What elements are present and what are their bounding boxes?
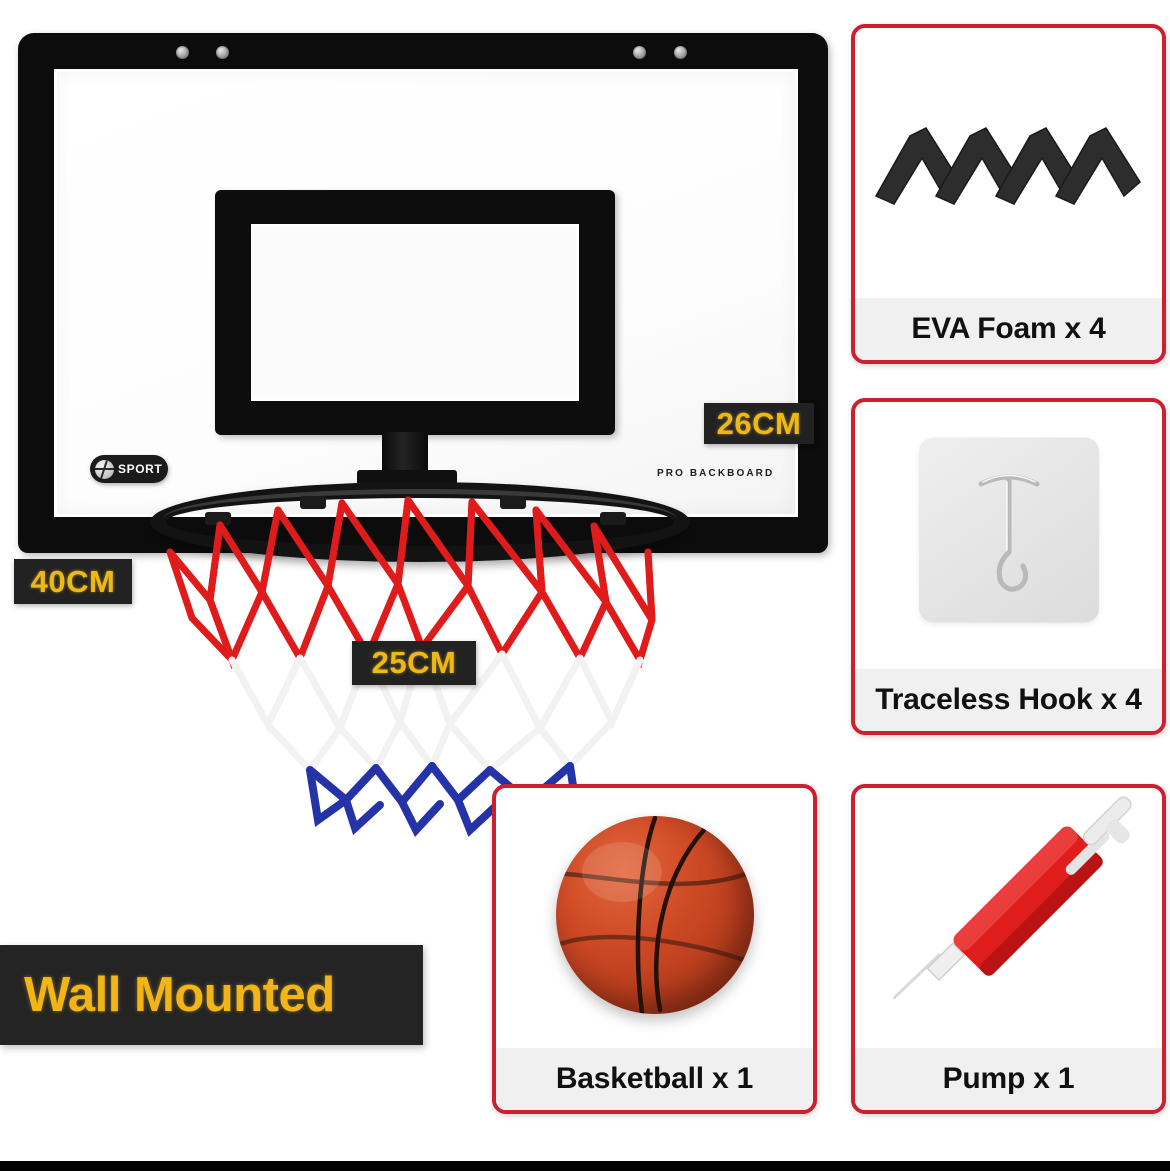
accessory-panel-pump: Pump x 1 (851, 784, 1166, 1114)
sport-brand-label: SPORT (118, 462, 163, 476)
net-clip-icon (205, 512, 231, 525)
shooters-square-inner (251, 224, 579, 401)
accessory-panel-basketball: Basketball x 1 (492, 784, 817, 1114)
pump-caption: Pump x 1 (855, 1048, 1162, 1110)
basketball-icon (95, 459, 114, 479)
pump-art (855, 788, 1162, 1048)
basketball-art (496, 788, 813, 1048)
mounting-hole-icon (674, 46, 687, 59)
mounting-hole-icon (216, 46, 229, 59)
dimension-tag-width: 40CM (14, 559, 132, 604)
traceless-hook-art (855, 402, 1162, 669)
sport-brand-badge: SPORT (90, 455, 168, 483)
net-clip-icon (300, 496, 326, 509)
adhesive-hook-icon (978, 474, 1039, 592)
wall-mounted-label: Wall Mounted (24, 968, 335, 1022)
net-clip-icon (600, 512, 626, 525)
accessory-panel-eva-foam: EVA Foam x 4 (851, 24, 1166, 364)
air-pump-icon (893, 796, 1132, 1000)
basketball-caption: Basketball x 1 (496, 1048, 813, 1110)
eva-foam-caption: EVA Foam x 4 (855, 298, 1162, 360)
basketball-icon (555, 816, 754, 1015)
pro-backboard-label: PRO BACKBOARD (657, 468, 775, 479)
wall-mounted-banner: Wall Mounted (0, 945, 423, 1045)
traceless-hook-caption: Traceless Hook x 4 (855, 669, 1162, 731)
bottom-letterbox-strip (0, 1161, 1170, 1171)
main-product-illustration: SPORT PRO BACKBOARD (0, 0, 850, 1040)
dimension-tag-rim: 25CM (352, 641, 476, 685)
eva-foam-art (855, 28, 1162, 298)
mounting-hole-icon (176, 46, 189, 59)
net-clip-icon (500, 496, 526, 509)
dimension-tag-height: 26CM (704, 403, 814, 444)
accessory-panel-traceless-hook: Traceless Hook x 4 (851, 398, 1166, 735)
mounting-hole-icon (633, 46, 646, 59)
shooters-square (215, 190, 615, 435)
foam-corner-icon (874, 118, 1144, 218)
